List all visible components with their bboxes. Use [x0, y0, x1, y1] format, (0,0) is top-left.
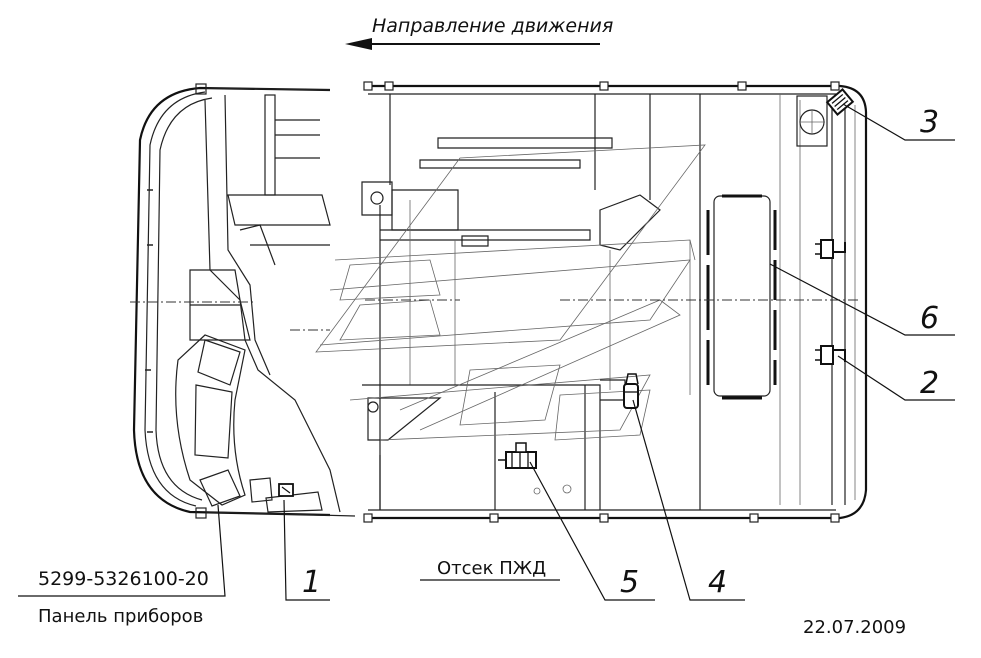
callout-2: 2 [920, 366, 939, 401]
leader-lines [18, 103, 955, 601]
body-section [315, 81, 868, 523]
direction-arrow [345, 38, 600, 50]
component-1 [278, 483, 294, 497]
callout-4: 4 [708, 565, 727, 600]
component-5 [498, 442, 537, 469]
callout-6: 6 [920, 301, 939, 336]
compartment-label: Отсек ПЖД [437, 558, 546, 579]
callout-5: 5 [620, 565, 639, 600]
callout-3: 3 [920, 105, 939, 140]
component-2 [815, 239, 846, 365]
component-4 [623, 373, 639, 409]
drawing-date: 22.07.2009 [803, 617, 906, 638]
callout-1: 1 [302, 565, 321, 600]
component-3 [825, 88, 855, 116]
direction-label: Направление движения [372, 15, 613, 37]
component-6 [706, 194, 777, 400]
cab-section [130, 83, 356, 519]
part-number: 5299-5326100-20 [38, 568, 209, 590]
part-name: Панель приборов [38, 606, 203, 627]
